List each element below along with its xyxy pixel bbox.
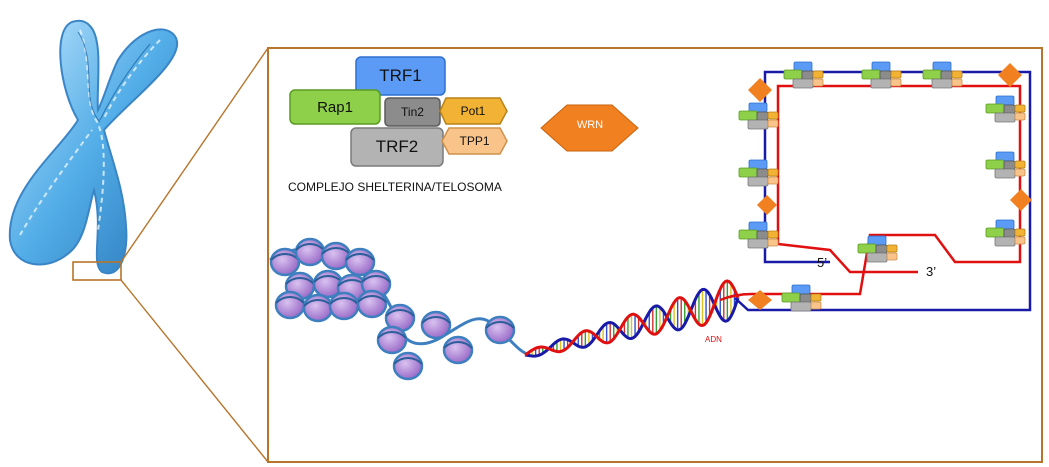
nucleosome bbox=[344, 247, 376, 277]
nucleosome bbox=[274, 290, 306, 320]
strand-3-label: 3’ bbox=[926, 264, 937, 279]
dna-label: ADN bbox=[705, 335, 722, 344]
mini-shelterin bbox=[857, 235, 898, 263]
nucleosome bbox=[484, 315, 516, 345]
nucleosome bbox=[376, 325, 408, 355]
rap1-label: Rap1 bbox=[317, 98, 353, 116]
mini-shelterin bbox=[738, 159, 779, 187]
trf1-label: TRF1 bbox=[379, 66, 422, 85]
mini-shelterin bbox=[985, 219, 1026, 247]
nucleosome bbox=[302, 293, 334, 323]
dna-strand-red bbox=[524, 279, 740, 357]
nucleosome bbox=[442, 335, 474, 365]
strand-5-label: 5’ bbox=[817, 255, 828, 270]
complex-label: COMPLEJO SHELTERINA/TELOSOMA bbox=[288, 180, 502, 194]
pot1-label: Pot1 bbox=[460, 104, 486, 118]
mini-shelterin-complexes bbox=[738, 61, 1026, 312]
shelterin-complex bbox=[289, 56, 508, 167]
nucleosome bbox=[356, 289, 388, 319]
trf2-label: TRF2 bbox=[375, 137, 419, 156]
zoom-lines bbox=[120, 47, 269, 463]
nucleosome bbox=[392, 351, 424, 381]
nucleosome bbox=[328, 291, 360, 321]
tpp1-label: TPP1 bbox=[459, 134, 490, 148]
nucleosome bbox=[420, 310, 452, 340]
dna-strand-blue bbox=[524, 287, 740, 358]
dna-helix bbox=[524, 279, 740, 358]
mini-shelterin bbox=[985, 95, 1026, 123]
nucleosome bbox=[294, 237, 326, 267]
mini-shelterin bbox=[738, 102, 779, 130]
mini-shelterin bbox=[922, 61, 963, 89]
mini-shelterin bbox=[783, 61, 824, 89]
chromosome-illustration bbox=[8, 19, 179, 281]
mini-shelterin bbox=[738, 221, 779, 249]
mini-shelterin bbox=[861, 61, 902, 89]
tin2-label: Tin2 bbox=[401, 105, 424, 119]
mini-shelterin bbox=[985, 151, 1026, 179]
mini-shelterin bbox=[781, 284, 822, 312]
chromatin-fiber bbox=[269, 237, 531, 381]
wrn-diamond bbox=[540, 104, 639, 152]
wrn-label: WRN bbox=[576, 119, 604, 131]
nucleosome bbox=[269, 247, 301, 277]
